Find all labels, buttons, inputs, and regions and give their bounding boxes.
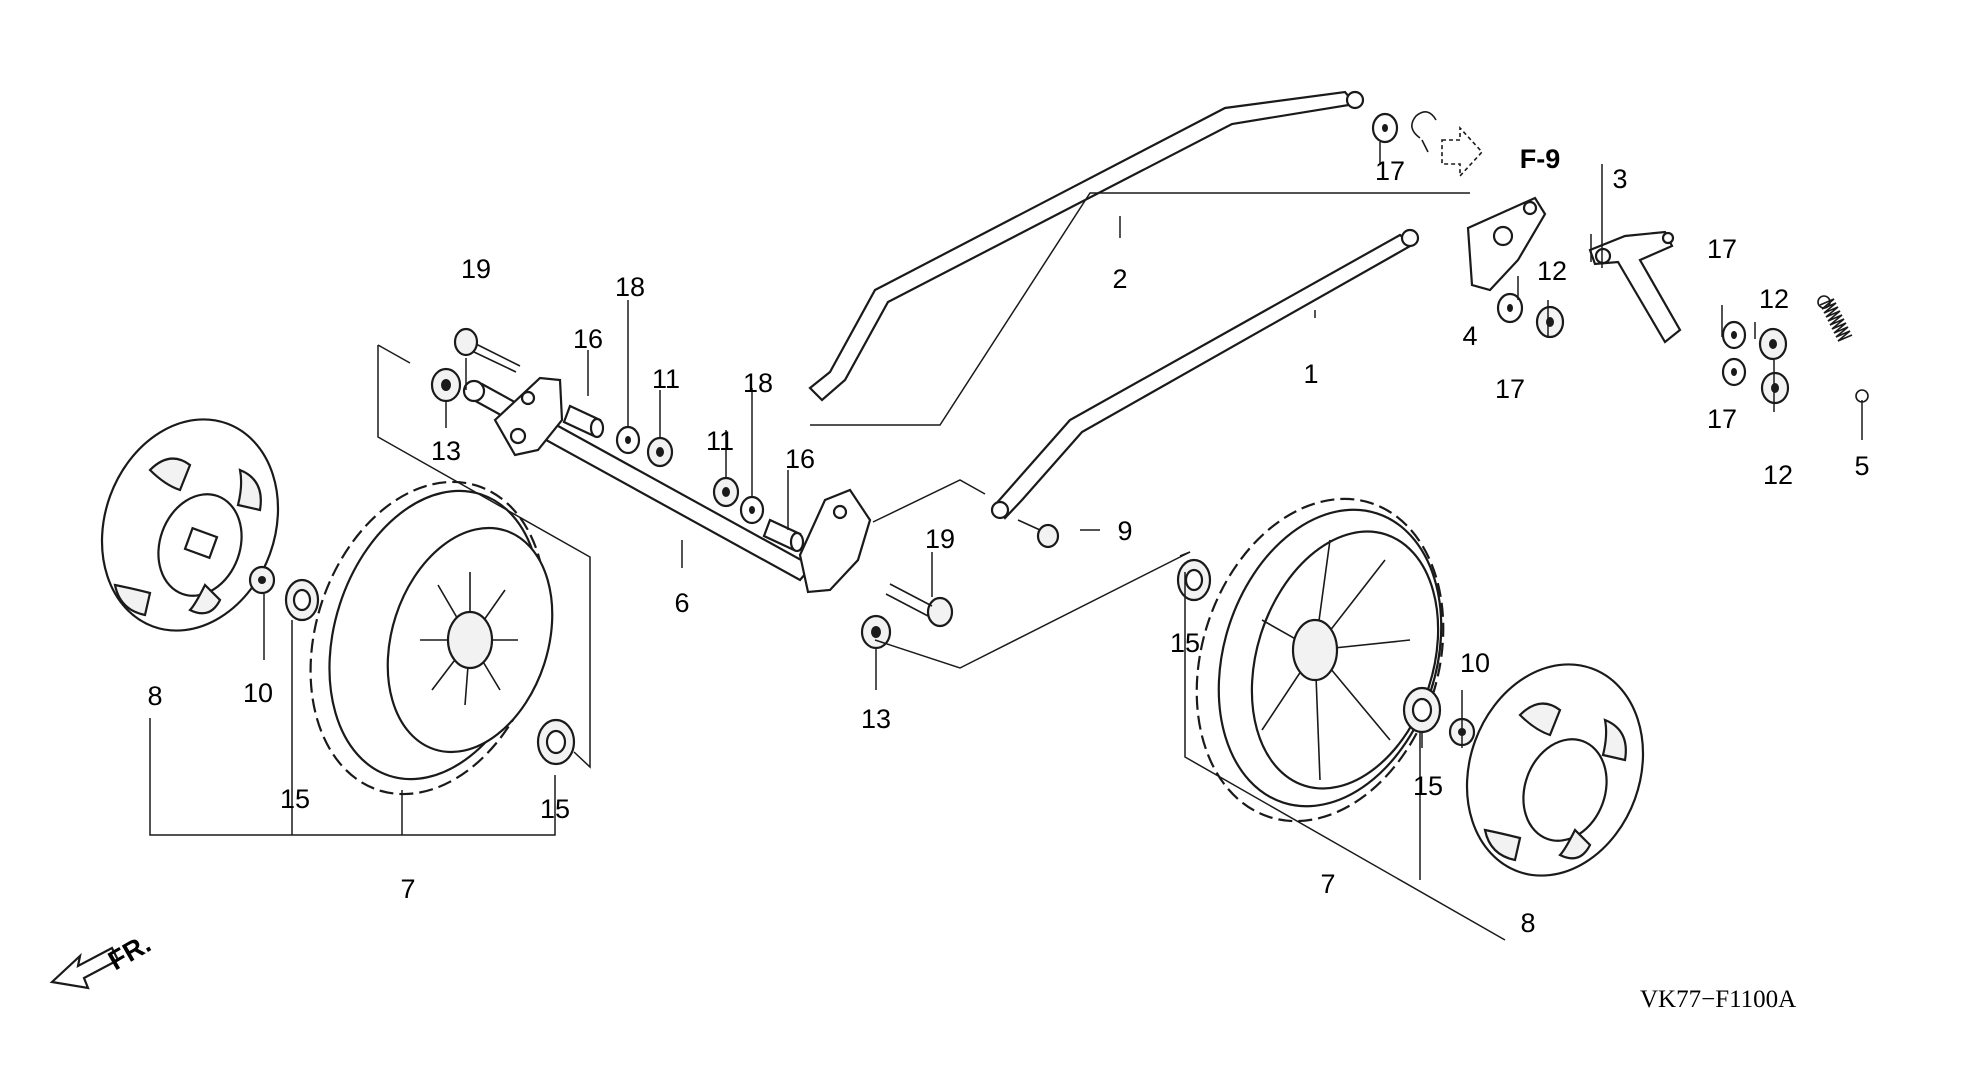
callout: 19	[461, 254, 491, 284]
callout: 16	[573, 324, 603, 354]
callout: 18	[743, 368, 773, 398]
callout: 19	[925, 524, 955, 554]
callout: 15	[1170, 628, 1200, 658]
washer-17-right	[1496, 292, 1524, 324]
callout-labels: 1 2 3 4 5 6 7 7 8 8 9 10 10 11 11 12 12 …	[147, 156, 1869, 938]
nut-12-c	[1760, 371, 1790, 405]
nut-11-right	[712, 476, 740, 508]
washer-17-top	[1371, 112, 1399, 144]
callout: 10	[1460, 648, 1490, 678]
callout: 7	[1320, 869, 1335, 899]
spring-5	[1817, 295, 1869, 403]
arrow-ref-icon	[1441, 125, 1484, 179]
callout: 8	[1520, 908, 1535, 938]
drawing-code: VK77−F1100A	[1640, 986, 1796, 1013]
callout: 6	[674, 588, 689, 618]
washer-13-left	[430, 367, 462, 403]
leader-lines	[149, 142, 1863, 941]
bolt-10-left	[248, 565, 276, 595]
front-indicator-label: FR.	[103, 928, 156, 976]
callout: 5	[1854, 451, 1869, 481]
bracket-4	[1466, 196, 1547, 292]
bearing-15-left-b	[536, 718, 576, 766]
reference-page-label: F-9	[1520, 144, 1561, 174]
wheel-7-left	[309, 480, 554, 796]
bracket-right	[798, 488, 872, 594]
collar-16-right	[762, 518, 805, 553]
callout: 11	[706, 426, 734, 456]
callout: 10	[243, 678, 273, 708]
bolt-9	[1017, 519, 1060, 549]
callout: 11	[652, 364, 680, 394]
callout: 16	[785, 444, 815, 474]
nut-11-left	[646, 436, 674, 468]
clip-icon	[1411, 111, 1437, 153]
nut-12-a	[1535, 305, 1565, 339]
callout: 13	[431, 436, 461, 466]
callout: 2	[1112, 264, 1127, 294]
callout: 9	[1117, 516, 1132, 546]
washer-17-b	[1721, 320, 1747, 350]
bolt-19-left	[453, 327, 521, 373]
callout: 1	[1303, 359, 1318, 389]
callout: 15	[1413, 771, 1443, 801]
callout: 15	[280, 784, 310, 814]
washer-18-left	[615, 425, 641, 455]
washer-17-c	[1721, 357, 1747, 387]
bracket-left	[493, 376, 564, 457]
callout: 12	[1763, 460, 1793, 490]
hubcap-8-left	[100, 418, 280, 632]
handle-bar-1	[990, 228, 1420, 520]
callout: 18	[615, 272, 645, 302]
callout: 8	[147, 681, 162, 711]
callout: 13	[861, 704, 891, 734]
nut-12-b	[1758, 327, 1788, 361]
bolt-19-right	[885, 583, 954, 628]
callout: 17	[1375, 156, 1405, 186]
callout: 4	[1462, 321, 1477, 351]
callout: 12	[1759, 284, 1789, 314]
callout: 17	[1707, 404, 1737, 434]
washer-18-right	[739, 495, 765, 525]
callout: 3	[1612, 164, 1627, 194]
handle-bar-2	[808, 90, 1365, 402]
front-arrow-icon	[49, 946, 120, 990]
callout: 17	[1495, 374, 1525, 404]
bearing-15-left-a	[284, 578, 320, 622]
callout: 7	[400, 874, 415, 904]
collar-16-left	[562, 404, 605, 439]
bearing-15-right-a	[1176, 558, 1212, 602]
bearing-15-right-b	[1402, 686, 1442, 734]
hubcap-8-right	[1465, 663, 1645, 877]
lever-3	[1588, 230, 1682, 344]
callout: 17	[1707, 234, 1737, 264]
callout: 15	[540, 794, 570, 824]
callout: 12	[1537, 256, 1567, 286]
